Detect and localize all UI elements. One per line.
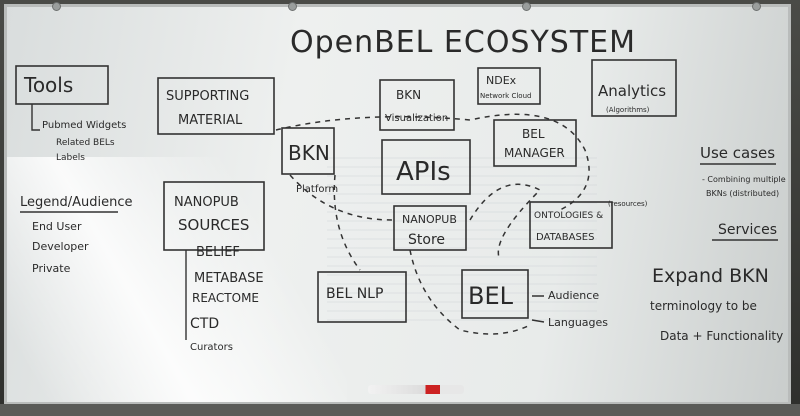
dashed-connection — [275, 113, 590, 211]
analytics-label: Analytics — [598, 82, 666, 100]
nanopub-sources-label: SOURCES — [178, 216, 249, 234]
tools-item: Pubmed Widgets — [42, 120, 126, 131]
nanopub-store-box — [393, 205, 467, 251]
bkn-platform-label: Platform — [296, 184, 338, 195]
expand-label: Data + Functionality — [660, 329, 783, 343]
dashed-connection — [469, 183, 542, 261]
dashed-connection — [333, 174, 361, 271]
dashed-connection — [289, 174, 393, 221]
bel-box — [461, 269, 529, 319]
source-item: CTD — [190, 316, 219, 332]
analytics-box — [591, 59, 677, 117]
ontologies-note: (resources) — [608, 200, 648, 208]
source-item: Curators — [190, 342, 233, 353]
tools-box — [15, 65, 109, 105]
use-cases-note: - Combining multiple — [702, 175, 786, 184]
board-pin — [52, 2, 61, 11]
apis-label: APIs — [396, 157, 451, 187]
ndex-label: NDEx — [486, 74, 517, 87]
board-pin — [752, 2, 761, 11]
marker-tray — [0, 404, 800, 416]
bel-nlp-box — [317, 271, 407, 323]
legend-label: Legend/Audience — [20, 195, 133, 210]
legend-item: Developer — [32, 240, 89, 253]
use-cases-label: Use cases — [700, 144, 775, 162]
supporting-material-label: SUPPORTING — [166, 89, 249, 104]
ontologies-label: ONTOLOGIES & — [534, 211, 603, 221]
board-pin — [522, 2, 531, 11]
source-item: METABASE — [194, 271, 264, 286]
nanopub-sources-box — [163, 181, 265, 251]
nanopub-store-label: NANOPUB — [402, 213, 457, 226]
bkn-visualization-box — [379, 79, 455, 131]
bel-manager-box — [493, 119, 577, 167]
nanopub-sources-label: NANOPUB — [174, 195, 239, 210]
bel-label: BEL — [468, 282, 514, 310]
bkn-box — [281, 127, 335, 175]
bel-output-item: Audience — [548, 289, 599, 302]
whiteboard-marker — [368, 385, 464, 394]
board-title: OpenBEL ECOSYSTEM — [290, 25, 636, 60]
board-pin — [288, 2, 297, 11]
source-item: REACTOME — [192, 291, 259, 305]
ontologies-label: DATABASES — [536, 232, 594, 243]
expand-label: terminology to be — [650, 299, 757, 313]
tools-item: Labels — [56, 153, 85, 163]
supporting-material-box — [157, 77, 275, 135]
use-cases-note: BKNs (distributed) — [706, 189, 779, 198]
supporting-material-label: MATERIAL — [178, 113, 243, 128]
ndex-label: Network Cloud — [480, 92, 531, 100]
ndex-box — [477, 67, 541, 105]
nanopub-store-label: Store — [408, 232, 445, 248]
bkn-visualization-label: BKN — [396, 88, 421, 102]
tools-item: Related BELs — [56, 138, 115, 148]
legend-item: End User — [32, 220, 82, 233]
bkn-label: BKN — [288, 141, 330, 165]
bkn-visualization-label: Visualization — [385, 113, 448, 124]
tools-label: Tools — [23, 73, 73, 97]
expand-label: Expand BKN — [652, 265, 769, 287]
source-item: BELIEF — [196, 245, 240, 260]
tools-connector — [31, 104, 40, 131]
bel-nlp-label: BEL NLP — [326, 286, 383, 302]
ontologies-box — [529, 201, 613, 249]
analytics-label: (Algorithms) — [606, 106, 650, 114]
services-label: Services — [718, 222, 777, 238]
bel-manager-label: BEL — [522, 127, 545, 141]
apis-box — [381, 139, 471, 195]
bel-manager-label: MANAGER — [504, 146, 565, 160]
legend-item: Private — [32, 262, 71, 275]
bel-output-connector — [531, 295, 545, 323]
bel-output-item: Languages — [548, 316, 608, 329]
